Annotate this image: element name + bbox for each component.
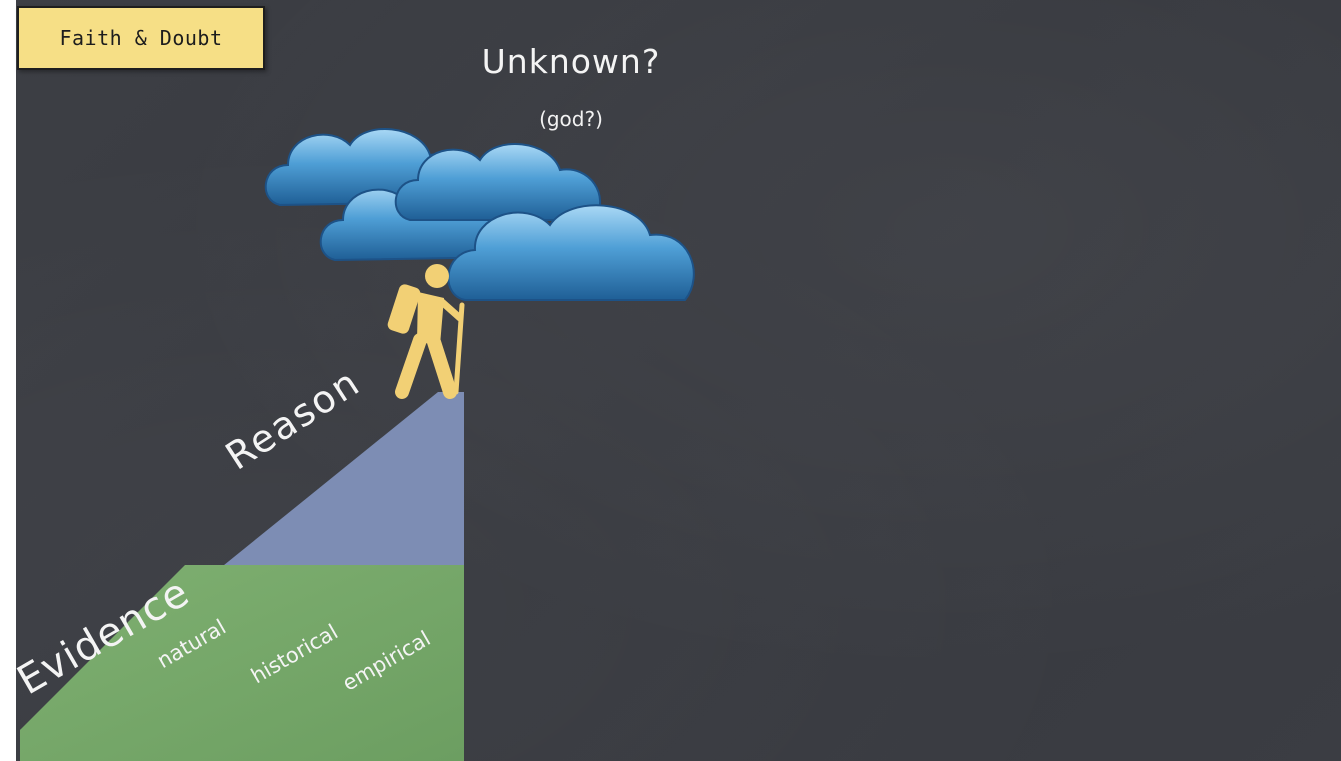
- slide-subtitle: (god?): [539, 107, 603, 131]
- topic-tag: Faith & Doubt: [17, 6, 265, 70]
- reason-label: Reason: [218, 360, 368, 479]
- scene-illustration: Reason Evidence natural historical empir…: [16, 128, 695, 761]
- slide-canvas: Reason Evidence natural historical empir…: [16, 0, 1341, 761]
- cloud-icon: [264, 128, 695, 301]
- hiker-icon: [387, 264, 465, 399]
- slide-title: Unknown?: [481, 42, 661, 81]
- evidence-band: [20, 565, 464, 761]
